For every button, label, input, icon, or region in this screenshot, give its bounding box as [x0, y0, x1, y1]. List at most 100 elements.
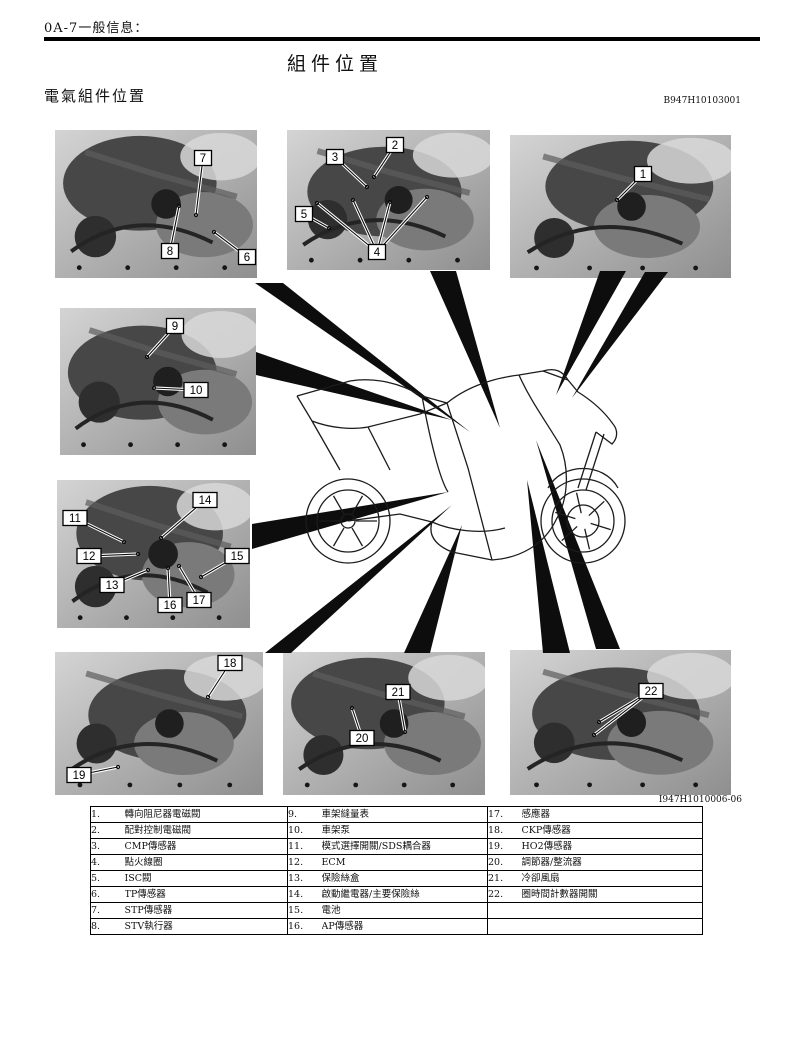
item-label	[521, 918, 703, 935]
callout-21: 21	[385, 683, 411, 735]
callout-22: 22	[591, 682, 664, 738]
callout-box	[367, 243, 387, 261]
pointer-wedge	[255, 283, 470, 432]
callout-number: 9	[172, 321, 178, 333]
item-number: 17.	[487, 806, 522, 823]
pointer-wedge	[256, 352, 452, 420]
item-label: STP傳感器	[124, 902, 288, 919]
item-number: 18.	[487, 822, 522, 839]
item-number: 2.	[90, 822, 125, 839]
callout-2: 2	[371, 136, 405, 180]
callout-3: 3	[325, 148, 370, 190]
item-label: CKP傳感器	[521, 822, 703, 839]
callout-20: 20	[349, 705, 375, 747]
callout-13: 13	[99, 567, 151, 594]
pointer-wedge	[536, 440, 620, 649]
item-number: 12.	[287, 854, 322, 871]
page-title: 組件位置	[286, 53, 383, 75]
item-number: 16.	[287, 918, 322, 935]
item-label: HO2傳感器	[521, 838, 703, 855]
callout-number: 3	[332, 152, 338, 164]
item-label: 冷卻風扇	[521, 870, 703, 887]
item-label: 電池	[321, 902, 488, 919]
photo-panel-top-left	[55, 130, 257, 278]
callout-11: 11	[62, 509, 127, 545]
item-number: 5.	[90, 870, 125, 887]
callout-6: 6	[211, 229, 257, 266]
item-label: 圈時間計數器開關	[521, 886, 703, 903]
header-rule	[44, 37, 760, 41]
item-label: 車架泵	[321, 822, 488, 839]
callout-number: 7	[200, 153, 206, 165]
item-label: 配對控制電磁閥	[124, 822, 288, 839]
item-number: 3.	[90, 838, 125, 855]
callout-number: 20	[356, 733, 369, 745]
callout-box	[99, 576, 125, 594]
item-number: 10.	[287, 822, 322, 839]
motorcycle-line-art	[296, 368, 626, 564]
item-label: CMP傳感器	[124, 838, 288, 855]
item-label: ECM	[321, 854, 488, 871]
item-number: 7.	[90, 902, 125, 919]
callout-18: 18	[205, 654, 243, 700]
callout-number: 19	[73, 770, 86, 782]
photo-panel-bottom-left	[55, 652, 263, 795]
photo-panel-top-right	[510, 135, 731, 278]
callout-5: 5	[294, 205, 332, 231]
callout-1: 1	[614, 165, 653, 203]
page-header-label: 0A-7一般信息：	[44, 21, 149, 36]
callout-box	[160, 242, 180, 260]
photo-panel-lower-left	[57, 480, 250, 628]
item-label: ISC閥	[124, 870, 288, 887]
callout-box	[165, 317, 185, 335]
callout-box	[633, 165, 653, 183]
callout-box	[66, 766, 92, 784]
callout-box	[349, 729, 375, 747]
callout-8: 8	[160, 203, 182, 260]
item-number: 4.	[90, 854, 125, 871]
callout-14: 14	[158, 491, 218, 541]
callout-number: 2	[392, 140, 398, 152]
item-label	[521, 902, 703, 919]
item-number: 21.	[487, 870, 522, 887]
callout-12: 12	[76, 547, 141, 565]
item-number: 22.	[487, 886, 522, 903]
item-number: 14.	[287, 886, 322, 903]
callout-number: 5	[301, 209, 307, 221]
callout-17: 17	[176, 563, 212, 609]
callout-box	[294, 205, 314, 223]
callout-number: 15	[231, 551, 244, 563]
item-number: 11.	[287, 838, 322, 855]
item-label: 感應器	[521, 806, 703, 823]
callout-number: 6	[244, 252, 250, 264]
callout-number: 12	[83, 551, 96, 563]
callout-box	[385, 136, 405, 154]
item-label: 模式選擇開關/SDS耦合器	[321, 838, 488, 855]
item-number: 9.	[287, 806, 322, 823]
callout-number: 14	[199, 495, 212, 507]
callout-number: 13	[106, 580, 119, 592]
callout-box	[193, 149, 213, 167]
photo-panel-bottom-middle	[283, 652, 485, 795]
pointer-wedge	[265, 505, 452, 653]
item-number: 19.	[487, 838, 522, 855]
item-label: 點火線圈	[124, 854, 288, 871]
pointer-wedge	[527, 480, 570, 653]
callout-9: 9	[144, 317, 185, 360]
callout-box	[192, 491, 218, 509]
item-number: 20.	[487, 854, 522, 871]
item-number	[487, 902, 522, 919]
item-label: 保險絲盒	[321, 870, 488, 887]
callout-number: 1	[640, 169, 646, 181]
callout-box	[385, 683, 411, 701]
photo-panel-bottom-right	[510, 650, 731, 795]
item-number: 13.	[287, 870, 322, 887]
